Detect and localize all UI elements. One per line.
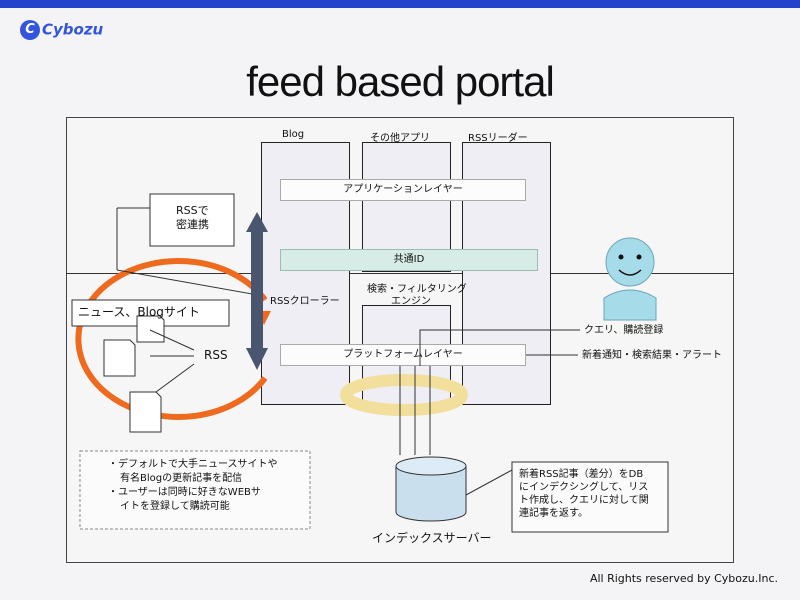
user-smile <box>618 269 642 276</box>
search-engine-label-1: 検索・フィルタリング <box>367 284 467 295</box>
divider-line <box>66 273 734 274</box>
copyright-footer: All Rights reserved by Cybozu.Inc. <box>589 572 778 585</box>
db-note-line-4: 連記事を返す。 <box>519 508 588 519</box>
double-arrow-down-head <box>246 348 268 370</box>
platform-db-links <box>399 366 431 455</box>
top-accent-bar <box>0 0 800 8</box>
common-id-bar: 共通ID <box>280 249 538 271</box>
default-note-box <box>79 450 311 530</box>
db-note-line-1: 新着RSS記事（差分）をDB <box>519 469 644 480</box>
double-arrow-up-head <box>246 212 268 232</box>
cybozu-logo-icon: C <box>20 20 40 40</box>
rss-label: RSS <box>204 348 228 362</box>
logo-text: Cybozu <box>42 20 104 39</box>
other-apps-label: その他アプリ <box>370 133 430 144</box>
query-register-label: クエリ、購読登録 <box>584 325 664 336</box>
db-note-box <box>511 461 669 533</box>
orange-cycle-arrow <box>75 258 268 420</box>
rss-collab-line-2: 密連携 <box>176 218 209 231</box>
query-line <box>419 329 580 366</box>
user-eye-left <box>618 254 624 260</box>
document-icon-3 <box>136 315 165 343</box>
db-note-line <box>465 469 513 496</box>
slide-title: feed based portal <box>246 58 555 105</box>
search-engine-label-2: エンジン <box>391 296 431 307</box>
document-icon-1 <box>103 339 136 377</box>
default-note-line-4: イトを登録して購読可能 <box>120 501 230 512</box>
double-arrow-shaft <box>251 230 263 350</box>
document-icon-2 <box>129 391 162 433</box>
default-note-line-1: ・デフォルトで大手ニュースサイトや <box>108 459 278 470</box>
index-ring <box>340 374 468 416</box>
blog-label: Blog <box>282 129 305 140</box>
db-note-line-2: にインデクシングして、リス <box>519 482 649 493</box>
user-body <box>603 289 657 321</box>
crawler-label: RSSクローラー <box>270 296 340 307</box>
news-blog-sites-label: ニュース、Blogサイト <box>78 305 200 319</box>
bracket-link-line <box>116 269 259 296</box>
rss-reader-label: RSSリーダー <box>468 133 528 144</box>
database-top <box>395 456 467 476</box>
platform-layer-bar: プラットフォームレイヤー <box>280 344 526 366</box>
index-server-label: インデックスサーバー <box>372 531 492 545</box>
db-note-line-3: ト作成し、クエリに対して関 <box>519 495 649 506</box>
default-note-line-2: 有名Blogの更新記事を配信 <box>120 473 243 484</box>
database-body <box>395 466 467 522</box>
application-layer-bar: アプリケーションレイヤー <box>280 179 526 201</box>
rss-collab-line-1: RSSで <box>176 204 209 217</box>
rss-collab-box <box>149 193 235 247</box>
user-eye-right <box>636 254 642 260</box>
default-note-line-3: ・ユーザーは同時に好きなWEBサ <box>108 487 261 498</box>
notifications-label: 新着通知・検索結果・アラート <box>582 350 722 361</box>
user-head <box>605 237 655 287</box>
feed-arrows <box>149 329 195 393</box>
